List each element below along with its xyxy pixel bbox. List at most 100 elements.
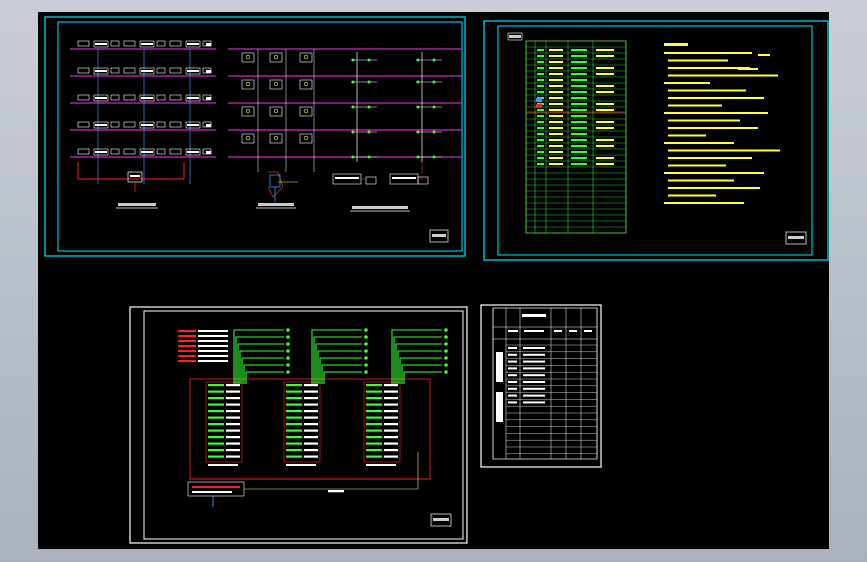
cad-linework <box>241 52 255 63</box>
text-line-mark <box>549 139 563 141</box>
text-line-mark <box>523 374 545 377</box>
cad-linework <box>110 94 120 101</box>
text-line-mark <box>366 449 382 452</box>
cad-linework <box>139 40 155 48</box>
text-line-mark <box>141 43 153 45</box>
terminal-symbol <box>444 342 448 346</box>
bus-cable <box>235 336 284 384</box>
text-line-mark <box>178 345 196 347</box>
text-line-mark <box>208 416 224 419</box>
text-line-mark <box>178 360 196 362</box>
text-line-mark <box>508 353 517 356</box>
sheet-inner-frame <box>497 25 813 256</box>
text-line-mark <box>664 112 768 114</box>
text-line-mark <box>208 429 224 432</box>
text-line-mark <box>384 423 398 426</box>
text-line-mark <box>537 55 544 57</box>
bus-cable <box>311 329 362 384</box>
text-line-mark <box>141 151 153 153</box>
text-line-mark <box>523 360 545 363</box>
device-symbol <box>351 80 355 84</box>
cad-linework <box>417 176 429 185</box>
text-line-mark <box>366 410 382 413</box>
cad-linework <box>269 133 283 144</box>
device-symbol <box>245 135 251 141</box>
text-line-mark <box>549 91 563 93</box>
text-line-mark <box>537 109 544 111</box>
device-symbol <box>367 130 371 134</box>
cad-linework <box>169 94 182 101</box>
text-line-mark <box>571 115 587 117</box>
text-line-mark <box>392 177 416 179</box>
text-line-mark <box>304 403 318 406</box>
terminal-symbol <box>444 370 448 374</box>
text-line-mark <box>664 52 752 54</box>
text-line-mark <box>668 74 778 77</box>
text-line-mark <box>549 121 563 123</box>
text-line-mark <box>192 486 240 488</box>
cad-linework <box>110 121 120 128</box>
device-symbol <box>416 58 420 62</box>
text-line-mark <box>130 175 140 177</box>
cad-linework <box>269 79 283 90</box>
text-line-mark <box>571 151 587 153</box>
cad-linework <box>156 67 166 74</box>
sheet-riser-wiring[interactable] <box>129 306 468 544</box>
sheet-system-diagrams[interactable] <box>44 16 466 257</box>
text-line-mark <box>584 330 592 332</box>
cad-linework <box>156 40 166 47</box>
terminal-symbol <box>364 342 368 346</box>
text-line-mark <box>366 423 382 426</box>
sheet-drawing-index[interactable] <box>480 304 602 468</box>
text-line-mark <box>508 330 518 332</box>
device-symbol <box>351 105 355 109</box>
text-line-mark <box>549 67 563 69</box>
cad-linework <box>185 94 201 102</box>
text-line-mark <box>286 429 302 432</box>
cad-linework <box>123 121 136 128</box>
text-line-mark <box>664 82 710 84</box>
text-line-mark <box>286 436 302 439</box>
text-line-mark <box>537 67 544 69</box>
device-symbol <box>432 58 436 62</box>
text-line-mark <box>95 43 107 45</box>
terminal-symbol <box>444 335 448 339</box>
text-line-mark <box>571 109 587 111</box>
text-line-mark <box>508 347 517 349</box>
design-notes-text <box>664 43 780 204</box>
device-symbol <box>245 81 251 87</box>
text-line-mark <box>596 157 614 159</box>
table-title-box <box>507 32 523 41</box>
terminal-symbol <box>364 370 368 374</box>
cad-linework <box>269 106 283 117</box>
text-line-mark <box>208 449 224 452</box>
text-line-mark <box>664 142 734 144</box>
terminal-symbol <box>444 349 448 353</box>
cad-linework <box>269 52 283 63</box>
text-line-mark <box>571 121 587 123</box>
diagram-captions <box>116 203 449 243</box>
text-line-mark <box>549 163 563 165</box>
text-line-mark <box>384 449 398 452</box>
terminal-symbol <box>286 356 290 360</box>
riser-wiring-diagram <box>178 328 448 507</box>
cad-linework <box>185 40 201 48</box>
text-line-mark <box>226 390 240 393</box>
device-symbol <box>432 130 436 134</box>
text-line-mark <box>226 449 240 452</box>
text-line-mark <box>668 97 764 99</box>
text-line-mark <box>554 330 562 332</box>
text-line-mark <box>226 384 240 387</box>
text-line-mark <box>596 67 614 69</box>
text-line-mark <box>571 163 587 165</box>
text-line-mark <box>206 124 211 127</box>
text-line-mark <box>571 97 587 99</box>
cad-drawing-viewport[interactable] <box>38 12 829 549</box>
sheet-legend-notes[interactable] <box>483 20 829 261</box>
text-line-mark <box>226 442 240 445</box>
text-line-mark <box>286 449 302 452</box>
cad-linework <box>139 67 155 75</box>
text-line-mark <box>537 151 544 153</box>
text-line-mark <box>208 410 224 413</box>
text-line-mark <box>523 353 545 356</box>
